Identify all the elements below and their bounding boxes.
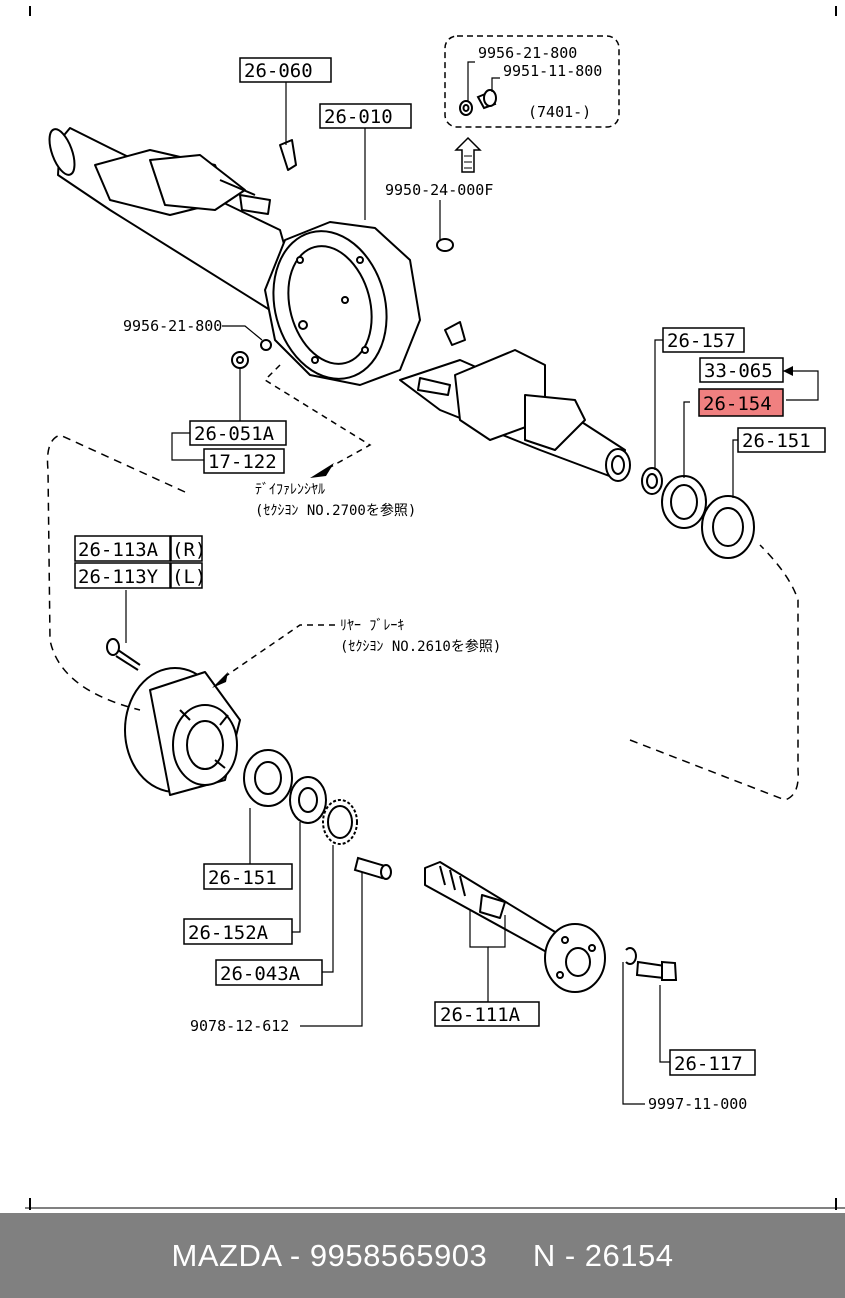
axle-shaft bbox=[424, 861, 606, 993]
label-26-060: 26-060 bbox=[244, 60, 313, 82]
brake-drum bbox=[124, 667, 241, 796]
part-9956-21-800-top: 9956-21-800 bbox=[478, 44, 577, 62]
note-brake-ref: (ｾｸｼﾖﾝ NO.2610を参照) bbox=[340, 638, 501, 655]
small-bolt bbox=[353, 856, 392, 880]
label-26-151-bottom: 26-151 bbox=[208, 867, 277, 889]
inset-drain-plug bbox=[459, 89, 497, 116]
bearing-set-top bbox=[641, 467, 755, 559]
suffix-left: (L) bbox=[172, 566, 206, 588]
brake-leader bbox=[219, 624, 335, 681]
parts-diagram: 26-060 26-010 26-157 33-065 26-154 26-15… bbox=[25, 6, 845, 1210]
part-9951-11-800: 9951-11-800 bbox=[503, 62, 602, 80]
diff-arrowhead bbox=[310, 463, 334, 478]
label-26-051a: 26-051A bbox=[194, 423, 275, 445]
hollow-up-arrow bbox=[454, 136, 482, 173]
dashed-group-outline bbox=[46, 434, 799, 801]
inset-box bbox=[444, 35, 620, 128]
label-26-010: 26-010 bbox=[324, 106, 393, 128]
suffix-right: (R) bbox=[172, 539, 206, 561]
part-9956-21-800-left: 9956-21-800 bbox=[123, 317, 222, 335]
axle-housing bbox=[48, 127, 631, 482]
label-26-117: 26-117 bbox=[674, 1053, 743, 1075]
footer-bar: MAZDA - 9958565903 N - 26154 bbox=[0, 1213, 845, 1298]
label-33-065: 33-065 bbox=[704, 360, 773, 382]
arrow-hatch bbox=[464, 155, 472, 169]
part-9078-12-612: 9078-12-612 bbox=[190, 1017, 289, 1035]
leader-lines bbox=[125, 61, 819, 1105]
corner-marks bbox=[25, 6, 845, 1210]
label-17-122: 17-122 bbox=[208, 451, 277, 473]
label-26-111a: 26-111A bbox=[440, 1004, 521, 1026]
footer-part-info: MAZDA - 9958565903 N - 26154 bbox=[171, 1237, 674, 1273]
part-7401: (7401-) bbox=[528, 103, 591, 121]
dashed-diff-arrow bbox=[263, 364, 372, 471]
label-26-157: 26-157 bbox=[667, 330, 736, 352]
note-differential-ref: (ｾｸｼﾖﾝ NO.2700を参照) bbox=[255, 502, 416, 519]
part-9997-11-000: 9997-11-000 bbox=[648, 1095, 747, 1113]
label-26-154-highlighted: 26-154 bbox=[703, 393, 772, 415]
note-brake-title: ﾘﾔｰ ﾌﾞﾚｰｷ bbox=[340, 618, 404, 634]
brake-arrowhead bbox=[212, 672, 228, 688]
label-26-113a: 26-113A bbox=[78, 539, 159, 561]
part-9950-24-000f: 9950-24-000F bbox=[385, 181, 493, 199]
label-boxes bbox=[74, 57, 826, 1076]
hub-bolt bbox=[625, 947, 678, 981]
bearing-set-bottom bbox=[243, 749, 358, 845]
note-differential-title: ﾃﾞｲﾌｧﾚﾝｼﾔﾙ bbox=[255, 482, 325, 498]
wheel-bolt bbox=[106, 638, 141, 671]
label-26-151-top: 26-151 bbox=[742, 430, 811, 452]
label-26-113y: 26-113Y bbox=[78, 566, 159, 588]
label-26-043a: 26-043A bbox=[220, 963, 301, 985]
label-26-152a: 26-152A bbox=[188, 922, 269, 944]
arrow-33-065 bbox=[783, 366, 793, 376]
